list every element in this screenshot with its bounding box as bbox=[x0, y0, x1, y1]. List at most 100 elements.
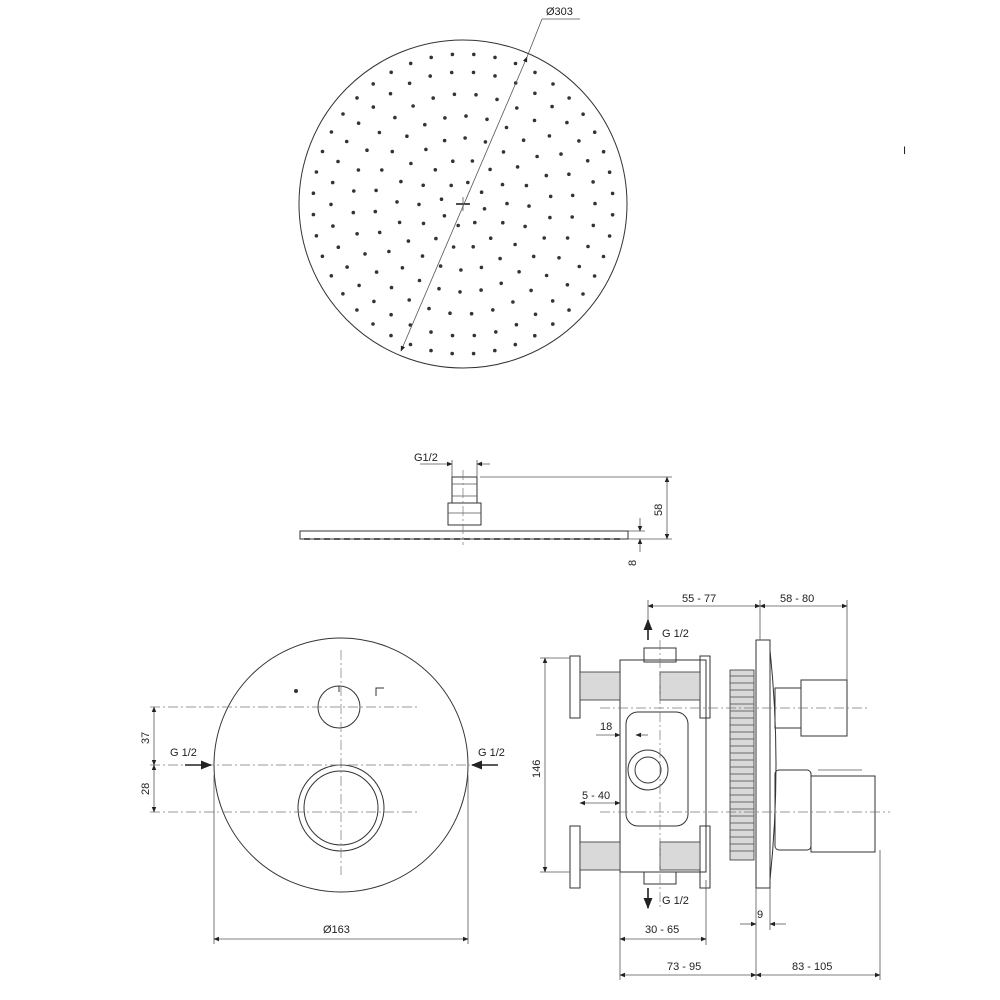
nozzle-dot bbox=[493, 55, 497, 60]
nozzle-dot bbox=[544, 173, 549, 178]
inlet-right-label: G 1/2 bbox=[478, 747, 505, 759]
nozzle-dot bbox=[406, 239, 411, 243]
thermostat-base bbox=[774, 769, 812, 851]
nozzle-dot bbox=[531, 254, 536, 259]
dimension-58-80-label: 58 - 80 bbox=[780, 593, 814, 605]
nozzle-dot bbox=[451, 245, 456, 249]
nozzle-dot bbox=[417, 278, 422, 283]
nozzle-dot bbox=[565, 283, 570, 287]
nozzle-dot bbox=[341, 292, 345, 296]
nozzle-dot bbox=[451, 159, 455, 163]
shower-plate-profile bbox=[299, 530, 629, 540]
cartridge-port bbox=[627, 749, 669, 791]
nozzle-dot bbox=[409, 161, 413, 166]
nozzle-dot bbox=[345, 265, 349, 269]
nozzle-dot bbox=[442, 214, 447, 218]
thread-label: G1/2 bbox=[414, 452, 438, 464]
nozzle-dot bbox=[429, 330, 433, 334]
nozzle-dot bbox=[495, 97, 499, 102]
bottom-left-pipe bbox=[579, 841, 621, 871]
nozzle-dot bbox=[515, 165, 520, 169]
nozzle-dot bbox=[431, 96, 436, 100]
connector-nut bbox=[451, 476, 478, 504]
nozzle-dot bbox=[374, 188, 378, 193]
nozzle-dot bbox=[548, 215, 552, 220]
nozzle-dot bbox=[479, 288, 483, 292]
nozzle-dot bbox=[407, 298, 412, 302]
nozzle-dot bbox=[567, 96, 571, 100]
nozzle-dot bbox=[329, 274, 334, 278]
nozzle-dot bbox=[581, 292, 585, 296]
nozzle-dot bbox=[341, 112, 345, 116]
threaded-body bbox=[729, 669, 755, 861]
nozzle-dot bbox=[405, 134, 409, 138]
nozzle-dot bbox=[377, 230, 382, 235]
wall-plate-curve bbox=[769, 649, 777, 881]
dimension-146-label: 146 bbox=[531, 760, 543, 778]
nozzle-dot bbox=[548, 194, 553, 199]
nozzle-dot bbox=[471, 351, 476, 356]
nozzle-dot bbox=[320, 254, 325, 259]
nozzle-dot bbox=[433, 168, 438, 172]
nozzle-dot bbox=[400, 266, 405, 270]
dimension-18-label: 18 bbox=[600, 721, 612, 733]
nozzle-dot bbox=[610, 191, 615, 196]
nozzle-dot bbox=[429, 348, 433, 353]
nozzle-dot bbox=[443, 116, 447, 120]
nozzle-dot bbox=[352, 189, 356, 193]
nozzle-dot bbox=[607, 170, 612, 174]
nozzle-dot bbox=[473, 220, 477, 225]
wall-plate bbox=[755, 639, 771, 889]
plate-label: 8 bbox=[627, 560, 639, 566]
nozzle-dot bbox=[330, 180, 335, 185]
nozzle-dot bbox=[592, 274, 597, 278]
nozzle-dot bbox=[437, 286, 441, 291]
thread-lines bbox=[730, 675, 754, 852]
nozzle-dot bbox=[513, 242, 517, 247]
nozzle-dot bbox=[470, 159, 475, 163]
nozzle-dot bbox=[550, 299, 555, 303]
nozzle-dot bbox=[399, 179, 403, 184]
nozzle-dot bbox=[372, 299, 376, 304]
nozzle-dot bbox=[314, 234, 319, 238]
nozzle-dot bbox=[371, 105, 376, 109]
nozzle-dot bbox=[356, 168, 361, 172]
diameter-label: Ø303 bbox=[546, 6, 573, 18]
nozzle-dot bbox=[336, 245, 341, 249]
nozzle-dot bbox=[591, 223, 596, 228]
shower-head-outline bbox=[298, 39, 628, 369]
nozzle-dot bbox=[463, 136, 467, 140]
nozzle-dot bbox=[393, 115, 397, 120]
nozzle-dot bbox=[488, 236, 493, 240]
nozzle-dot bbox=[388, 91, 393, 96]
nozzle-dot bbox=[592, 130, 597, 134]
nozzle-dot bbox=[344, 139, 349, 144]
nozzle-dot bbox=[469, 311, 474, 316]
nozzle-dot bbox=[389, 312, 393, 317]
outlet-bottom-label: G 1/2 bbox=[662, 895, 689, 907]
shower-head-side-view: G1/2 58 8 bbox=[299, 452, 672, 566]
nozzle-dot bbox=[377, 130, 382, 135]
nozzle-dot bbox=[442, 138, 447, 143]
inlet-left-label: G 1/2 bbox=[170, 747, 197, 759]
nozzle-dot bbox=[329, 130, 334, 134]
nozzle-dot bbox=[389, 70, 394, 75]
nozzle-dot bbox=[439, 197, 444, 201]
nozzle-dot bbox=[387, 249, 391, 254]
bottom-right-pipe bbox=[659, 841, 701, 871]
nozzle-dot bbox=[593, 201, 597, 206]
dimension-30-65-label: 30 - 65 bbox=[645, 924, 679, 936]
valve-body-side-view: G 1/2 G 1/2 55 - 77 58 - 80 146 18 5 - 4… bbox=[531, 593, 890, 980]
nozzle-dot bbox=[459, 268, 463, 272]
nozzle-dot bbox=[374, 270, 379, 274]
nozzle-dot bbox=[395, 200, 399, 204]
nozzle-dot bbox=[411, 104, 415, 108]
nozzle-dot bbox=[591, 180, 595, 184]
nozzle-dot bbox=[521, 138, 526, 142]
nozzle-dot bbox=[501, 220, 505, 225]
nozzle-dot bbox=[311, 212, 316, 217]
dimension-9-label: 9 bbox=[757, 909, 763, 921]
nozzle-dot bbox=[429, 55, 434, 60]
nozzle-dot bbox=[371, 322, 375, 326]
nozzle-dot bbox=[336, 159, 340, 164]
